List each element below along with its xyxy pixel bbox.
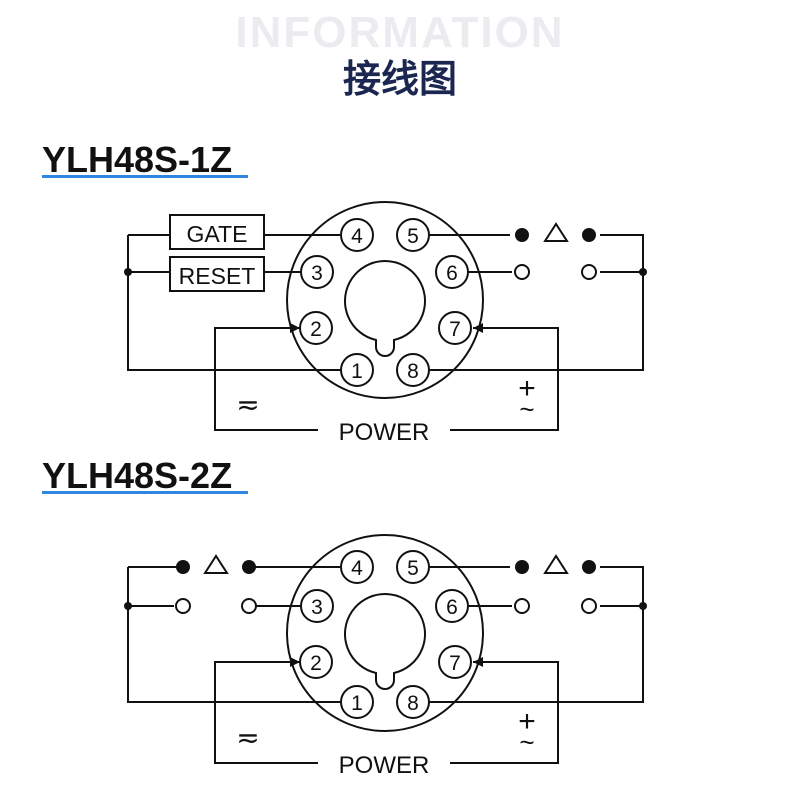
right-bus-wire	[428, 566, 644, 703]
power-label: POWER	[339, 752, 430, 779]
pin-1: 1	[340, 685, 374, 719]
pin-7: 7	[438, 311, 472, 345]
page-title: 接线图	[342, 57, 457, 101]
socket-body	[286, 534, 484, 732]
power-neg-symbol: ≂	[236, 722, 259, 753]
model-underline-1z	[42, 175, 248, 178]
contact-open	[581, 264, 597, 280]
socket-body	[286, 201, 484, 399]
model-title-2z: YLH48S-2Z	[42, 455, 233, 496]
left-bus-wire	[127, 567, 345, 703]
contact-open	[581, 598, 597, 614]
pin-3: 3	[300, 255, 334, 289]
pin-1: 1	[340, 353, 374, 387]
contact-open	[241, 598, 257, 614]
svg-text:1: 1	[351, 692, 363, 715]
svg-text:8: 8	[407, 692, 419, 715]
power-ac-symbol: ~	[519, 394, 534, 424]
svg-text:6: 6	[446, 596, 458, 619]
junction-dot	[639, 268, 647, 276]
pin-3: 3	[300, 589, 334, 623]
contact-open	[175, 598, 191, 614]
contact-dot	[176, 560, 190, 574]
power-ac-symbol: ~	[519, 727, 534, 757]
pin-2: 2	[299, 311, 333, 345]
svg-text:2: 2	[310, 318, 322, 341]
contact-dot	[582, 228, 596, 242]
diagram-1z	[127, 201, 644, 431]
contact-triangle	[203, 554, 229, 574]
power-pos-symbol: +	[518, 372, 536, 405]
power-neg-wire	[214, 661, 318, 764]
contact-dot	[515, 228, 529, 242]
contact-dot	[242, 560, 256, 574]
socket-key	[344, 260, 426, 357]
contact-1z	[124, 222, 647, 280]
socket-key	[344, 593, 426, 690]
svg-text:5: 5	[407, 557, 419, 580]
model-title-1z: YLH48S-1Z	[42, 139, 233, 180]
svg-text:7: 7	[449, 652, 461, 675]
pins-2z: 4 5 3 6 2 7 1 8	[299, 550, 472, 719]
contact-triangle	[543, 554, 569, 574]
pin-8: 8	[396, 685, 430, 719]
pin-8: 8	[396, 353, 430, 387]
power-pos-symbol: +	[518, 705, 536, 738]
reset-box	[169, 256, 265, 292]
pin-7: 7	[438, 645, 472, 679]
diagram-2z	[127, 534, 644, 764]
svg-text:4: 4	[351, 225, 363, 248]
svg-text:4: 4	[351, 557, 363, 580]
power-pos-wire	[450, 327, 559, 431]
pin-4: 4	[340, 550, 374, 584]
contact-dot	[515, 560, 529, 574]
power-neg-wire	[214, 327, 318, 431]
svg-text:2: 2	[310, 652, 322, 675]
svg-text:1: 1	[351, 360, 363, 383]
gate-label: GATE	[187, 221, 248, 247]
pins-1z: 4 5 3 6 2 7 1 8	[299, 218, 472, 387]
svg-text:5: 5	[407, 225, 419, 248]
pin-5: 5	[396, 218, 430, 252]
left-bus-wire	[127, 235, 345, 371]
power-neg-symbol: ≂	[236, 389, 259, 420]
pin-4: 4	[340, 218, 374, 252]
right-bus-wire	[428, 234, 644, 371]
pin-2: 2	[299, 645, 333, 679]
contact-open	[514, 264, 530, 280]
svg-text:8: 8	[407, 360, 419, 383]
junction-dot	[124, 602, 132, 610]
contact-dot	[582, 560, 596, 574]
pin-6: 6	[435, 589, 469, 623]
power-label: POWER	[339, 419, 430, 446]
watermark-text: INFORMATION	[235, 8, 565, 57]
junction-dot	[639, 602, 647, 610]
reset-label: RESET	[179, 263, 256, 289]
power-pos-wire	[450, 661, 559, 764]
pin-6: 6	[435, 255, 469, 289]
pin-5: 5	[396, 550, 430, 584]
contact-triangle	[543, 222, 569, 242]
svg-text:3: 3	[311, 262, 323, 285]
contacts-2z	[124, 554, 647, 614]
contact-open	[514, 598, 530, 614]
svg-text:3: 3	[311, 596, 323, 619]
svg-text:6: 6	[446, 262, 458, 285]
gate-box	[169, 214, 265, 250]
junction-dot	[124, 268, 132, 276]
svg-text:7: 7	[449, 318, 461, 341]
model-underline-2z	[42, 491, 248, 494]
